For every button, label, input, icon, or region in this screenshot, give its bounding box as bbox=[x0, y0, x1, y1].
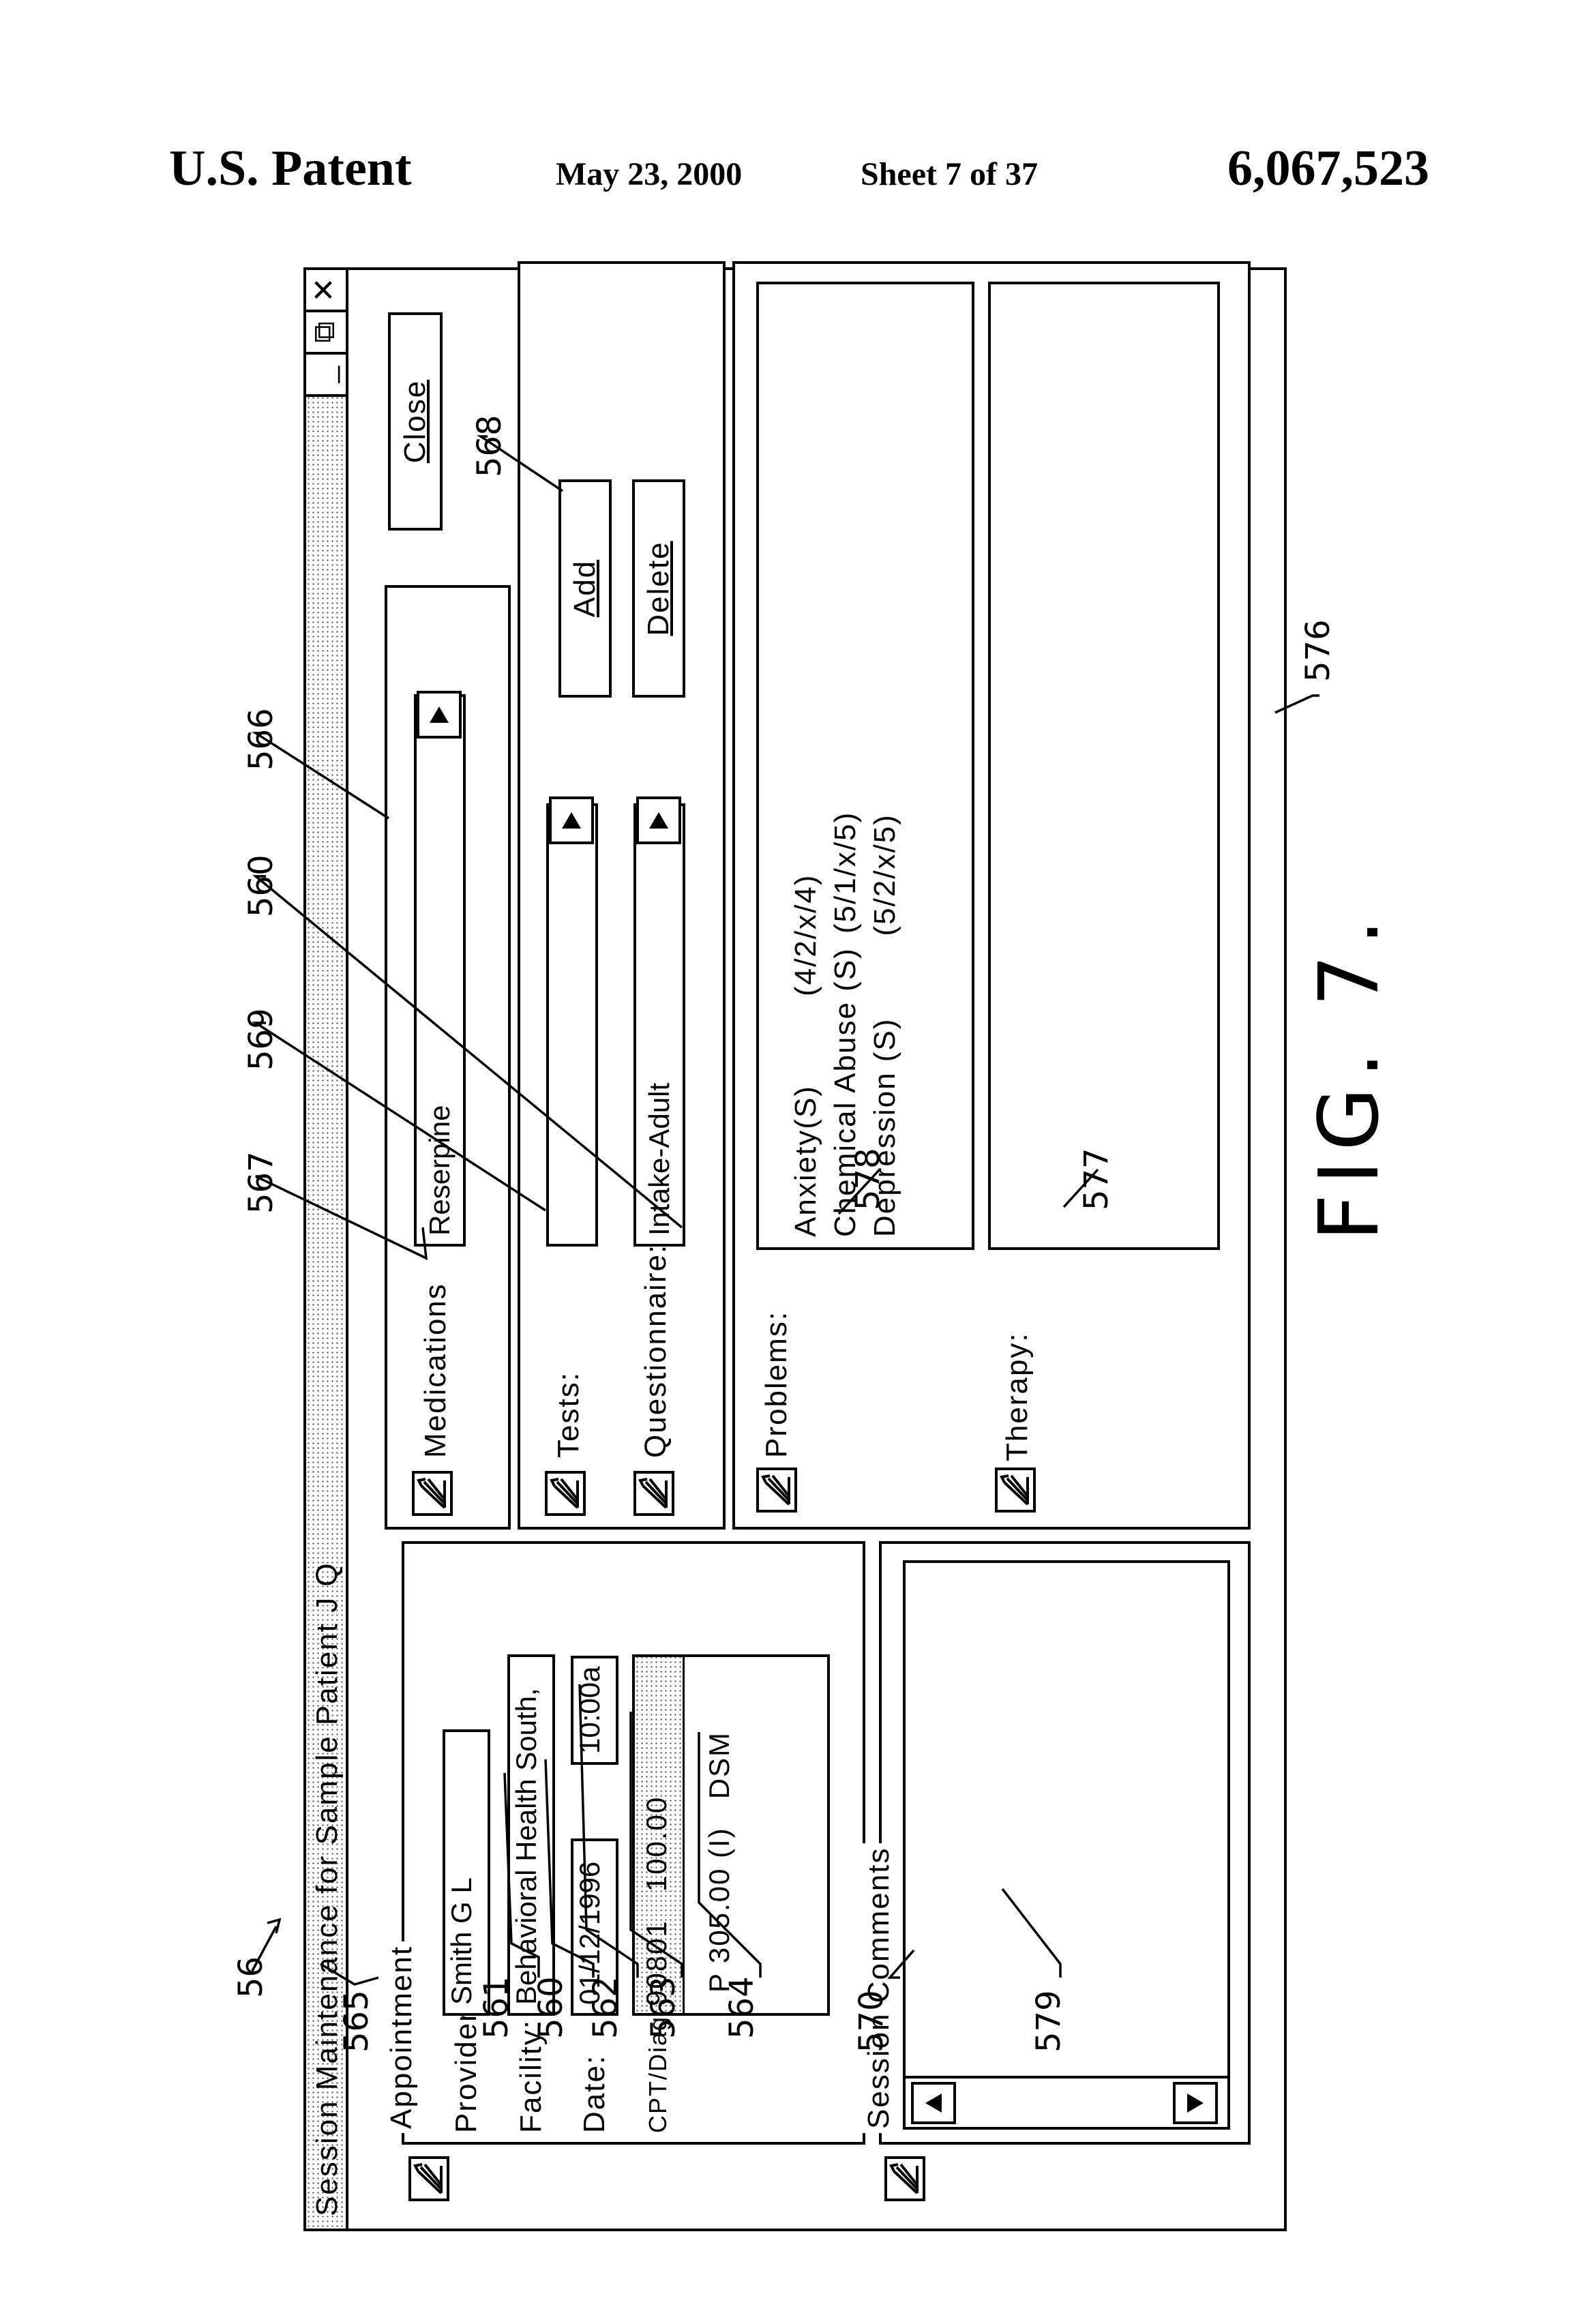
ref-579: 579 bbox=[1030, 1990, 1068, 2053]
ref-570: 570 bbox=[852, 1990, 891, 2053]
ref-567: 567 bbox=[242, 1151, 280, 1214]
figure-label: FIG. 7. bbox=[1302, 910, 1397, 1241]
ref-560-questionnaire: 560 bbox=[242, 854, 280, 917]
ref-565: 565 bbox=[338, 1990, 376, 2053]
ref-578: 578 bbox=[849, 1148, 887, 1210]
ref-562: 562 bbox=[586, 1976, 625, 2039]
ref-576: 576 bbox=[1299, 619, 1337, 682]
ref-561: 561 bbox=[477, 1976, 516, 2039]
ref-560-appointment: 560 bbox=[532, 1976, 570, 2039]
ref-566: 566 bbox=[242, 708, 280, 771]
ref-56: 56 bbox=[232, 1956, 270, 1998]
ref-577: 577 bbox=[1077, 1148, 1116, 1210]
ref-564: 564 bbox=[723, 1976, 761, 2039]
ref-563: 563 bbox=[644, 1976, 683, 2039]
ref-568: 568 bbox=[471, 415, 509, 477]
ref-569: 569 bbox=[242, 1008, 280, 1071]
